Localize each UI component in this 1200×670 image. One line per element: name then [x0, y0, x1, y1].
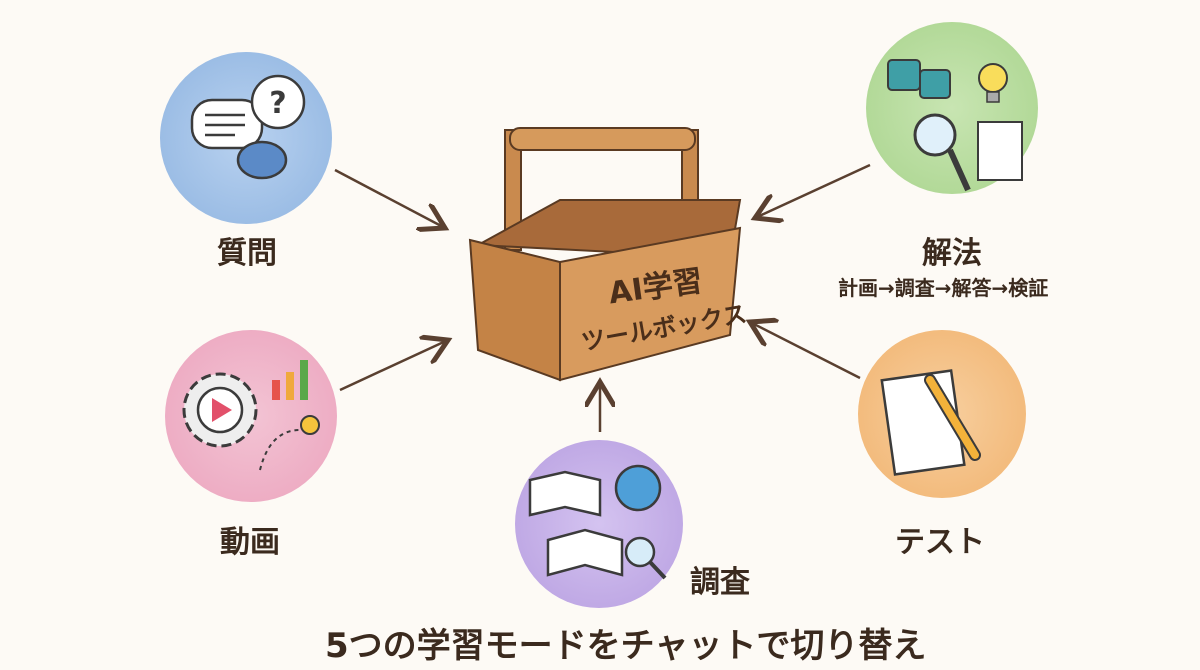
video-mode-label: 動画: [220, 525, 280, 560]
puzzle-bulb-magnifier-icon: [887, 59, 1023, 192]
solve-mode-label: 解法: [922, 236, 982, 271]
gear-play-icon: [182, 360, 320, 471]
arrow-solve: [755, 163, 871, 218]
books-globe-icon: [528, 464, 667, 580]
question-mode-label: 質問: [217, 236, 277, 271]
caption: 5つの学習モードをチャットで切り替え: [325, 626, 927, 666]
arrow-question: [334, 168, 445, 228]
research-mode-circle: [515, 440, 683, 608]
research-mode-label: 調査: [690, 565, 750, 600]
svg-text:?: ?: [269, 86, 286, 121]
arrow-video: [339, 340, 448, 392]
solve-mode-steps: 計画→調査→解答→検証: [838, 276, 1049, 300]
test-mode-label: テスト: [895, 525, 985, 560]
speech-bubbles-icon: ?: [190, 74, 306, 180]
toolbox-icon: [468, 127, 742, 382]
arrow-test: [750, 322, 861, 380]
checklist-pencil-icon: [880, 369, 981, 476]
